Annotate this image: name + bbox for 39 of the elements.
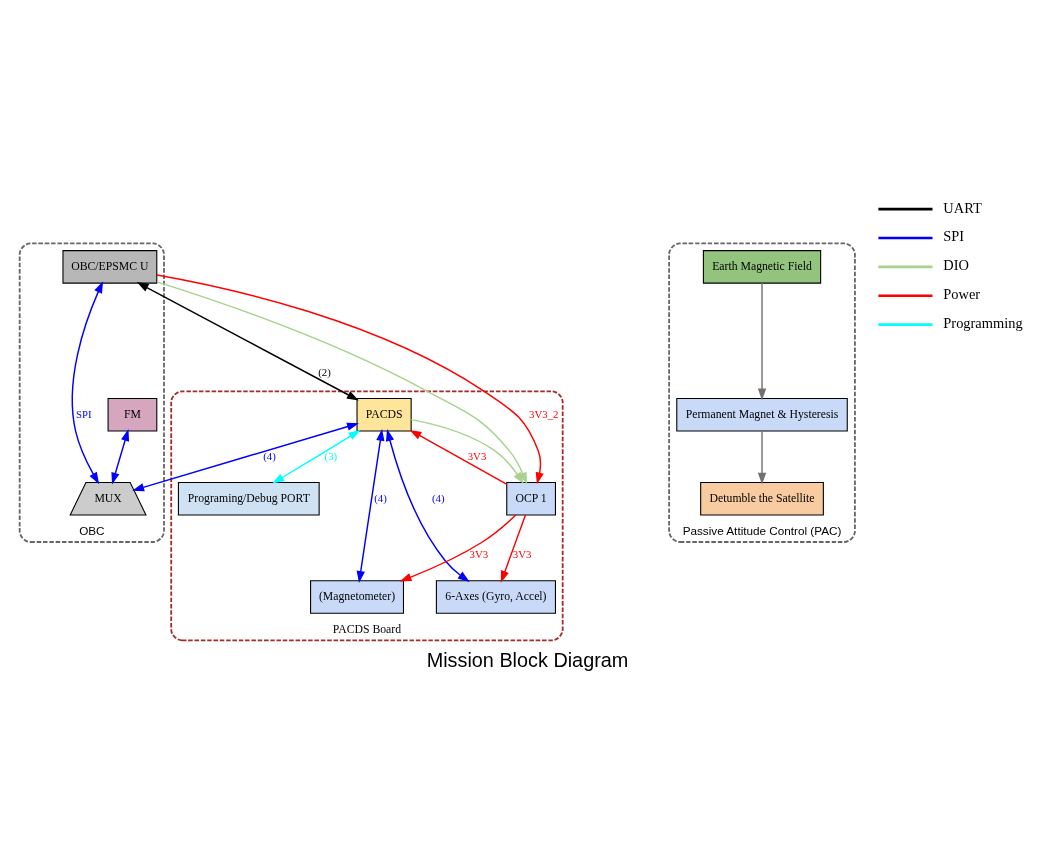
edge-label: (4) (263, 449, 276, 462)
arrow (385, 429, 470, 582)
edge-label: 3V3 (467, 449, 487, 462)
arrow (71, 281, 104, 485)
arrow (500, 514, 527, 583)
arrow (272, 430, 361, 484)
legend-label: DIO (943, 257, 969, 274)
legend-label: Power (943, 286, 981, 303)
node-box: Permanent Magnet & Hysteresis (676, 398, 848, 432)
legend-label: Programming (943, 315, 1023, 332)
arrow (409, 429, 508, 485)
edge-label: 3V3 (512, 547, 532, 560)
arrow (136, 282, 359, 401)
node-box: OCP 1 (506, 481, 556, 516)
arrow (111, 429, 130, 485)
edge-label: SPI (75, 407, 92, 420)
node-box: OBC/EPSMC U (62, 250, 158, 284)
arrow (757, 282, 767, 401)
edge-label: (4) (374, 491, 387, 504)
node-box: PACDS (356, 398, 412, 432)
edge-label: (4) (431, 491, 445, 504)
legend-label: SPI (943, 228, 965, 245)
node-box: Earth Magnetic Field (702, 250, 822, 284)
arrow (132, 422, 359, 492)
edge-label: (3) (324, 449, 338, 462)
edge-label: (2) (318, 365, 331, 378)
node-box: (Magnetometer) (310, 580, 405, 614)
arrow (356, 428, 385, 583)
edge-label: 3V3_2 (529, 407, 559, 420)
legend-label: UART (943, 199, 982, 216)
node-box: Detumble the Satellite (700, 481, 824, 516)
arrow (757, 430, 767, 485)
node-box: FM (107, 398, 158, 432)
edge-label: 3V3 (469, 547, 489, 560)
node-box: Programing/Debug PORT (177, 481, 320, 516)
diagram-title: Mission Block Diagram (426, 649, 629, 672)
arrow (410, 418, 524, 485)
node-box: 6-Axes (Gyro, Accel) (435, 580, 556, 614)
arrow (399, 514, 517, 582)
